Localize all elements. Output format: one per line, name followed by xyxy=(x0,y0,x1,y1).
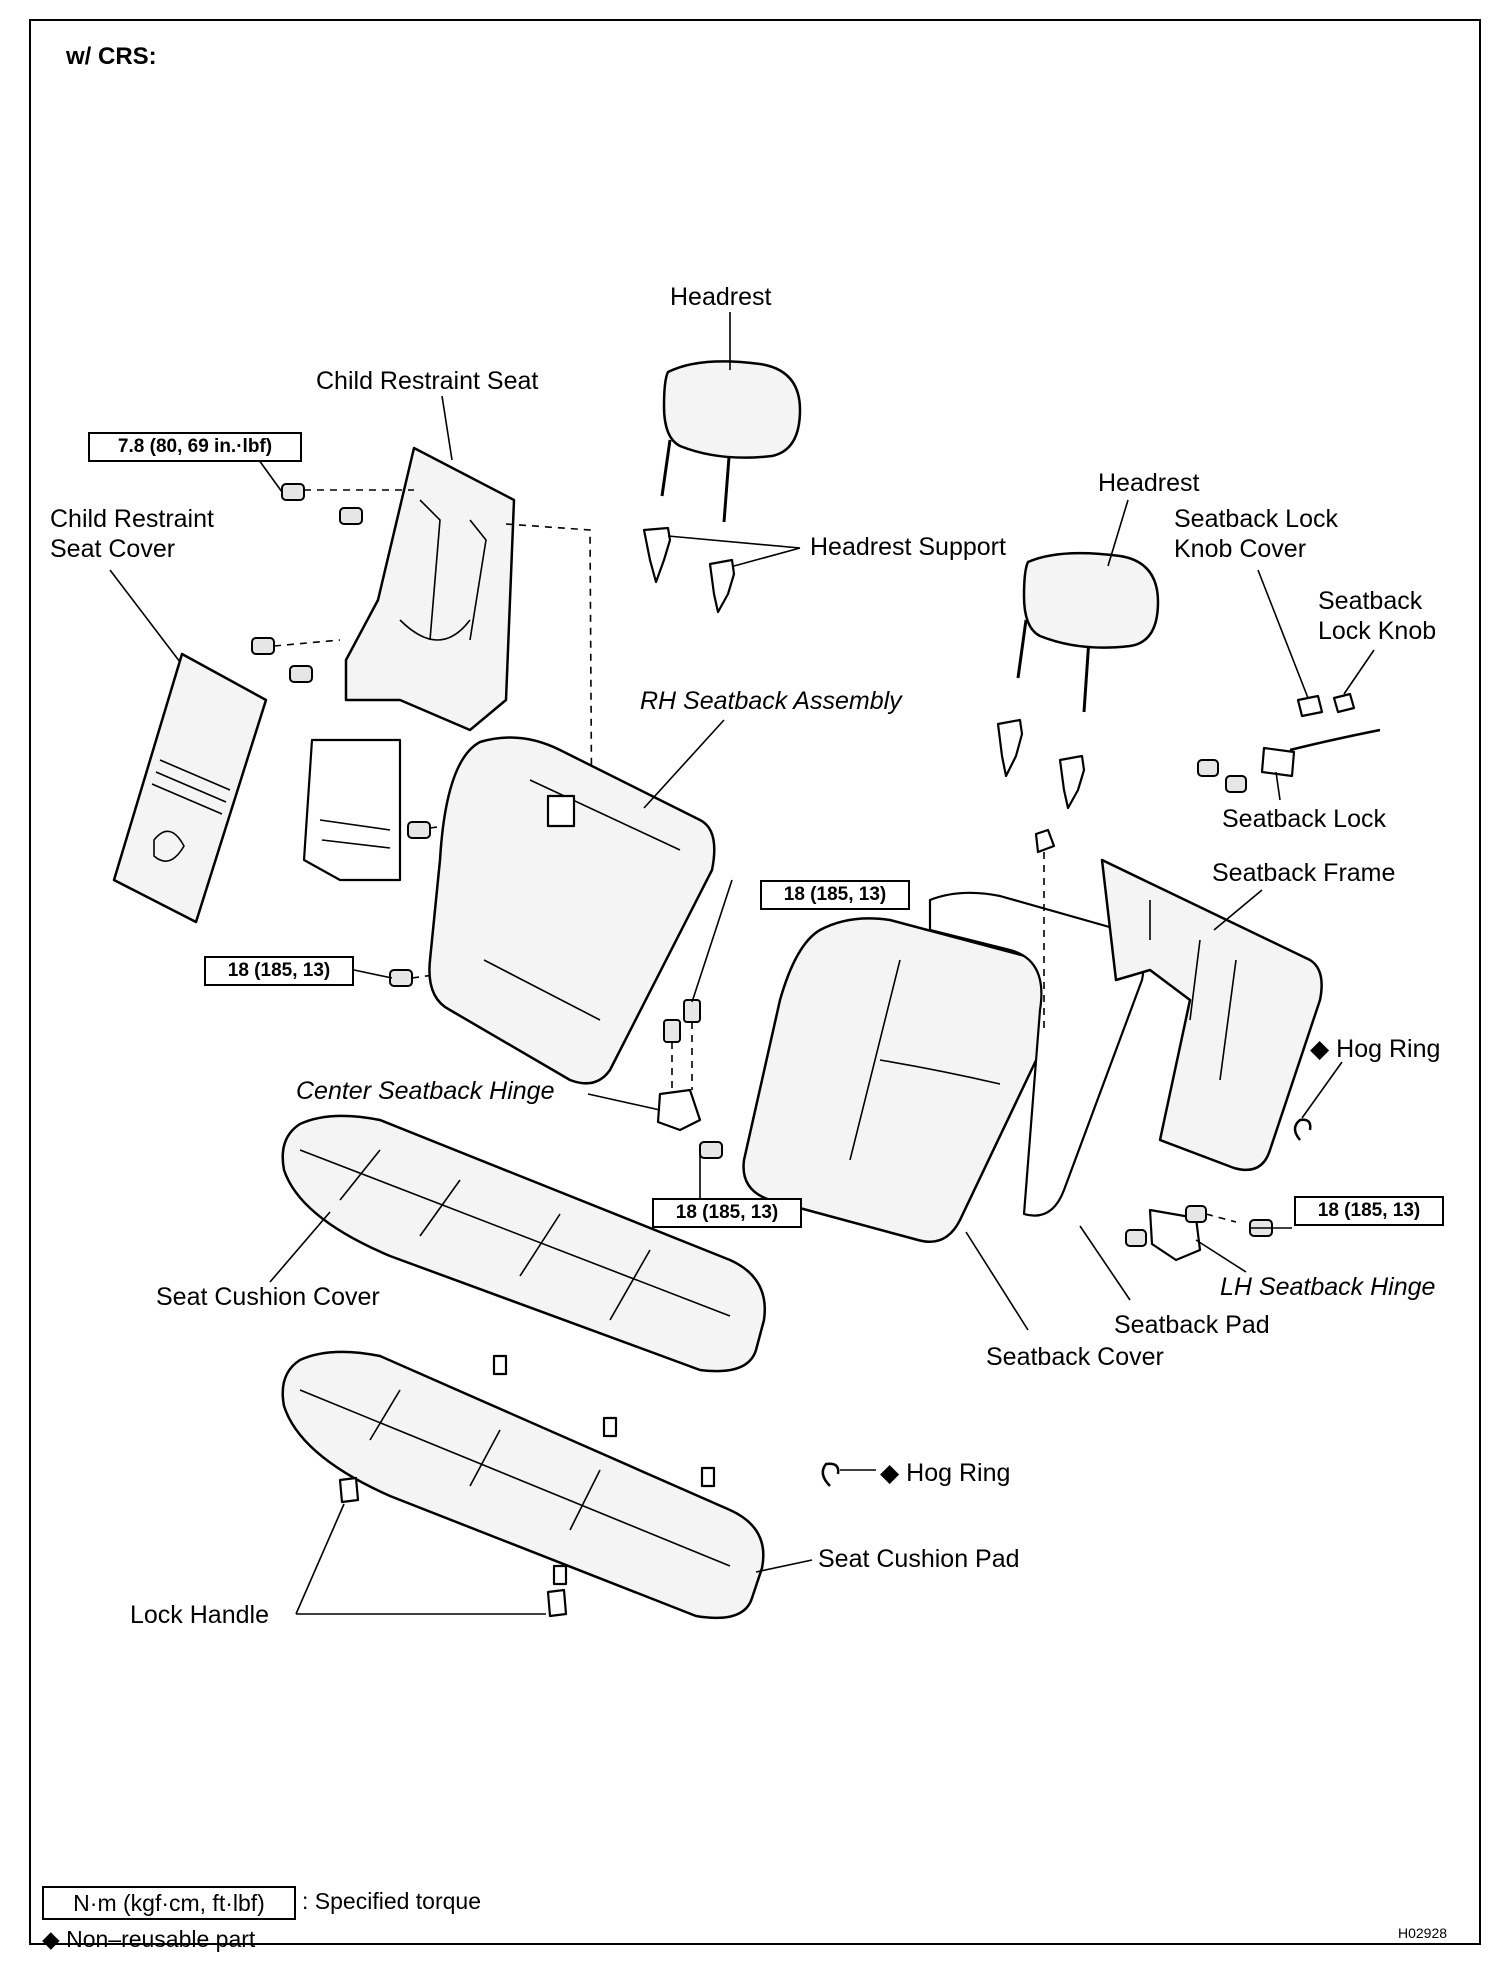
label-center-seatback-hinge: Center Seatback Hinge xyxy=(296,1077,555,1105)
seat-cushion-pad xyxy=(281,1350,765,1620)
child-restraint-seat-cover xyxy=(112,652,268,924)
label-seatback-lock-knob-cover: Seatback Lock Knob Cover xyxy=(1174,505,1338,563)
rh-seatback-assembly xyxy=(428,736,716,1085)
label-lh-seatback-hinge: LH Seatback Hinge xyxy=(1220,1273,1436,1301)
seatback-frame xyxy=(1100,858,1323,1172)
torque-box-rh-lower: 18 (185, 13) xyxy=(204,956,354,986)
torque-box-center-lower: 18 (185, 13) xyxy=(652,1198,802,1228)
child-restraint-seat xyxy=(302,446,516,882)
label-lock-handle: Lock Handle xyxy=(130,1601,269,1629)
lh-seatback-hinge xyxy=(1125,1205,1273,1262)
diagram-frame xyxy=(29,19,1481,1945)
center-seatback-hinge xyxy=(656,999,723,1159)
headrest-support-right xyxy=(996,718,1086,854)
hog-ring-upper-icon xyxy=(1293,1118,1312,1141)
torque-box-lh-hinge: 18 (185, 13) xyxy=(1294,1196,1444,1226)
label-child-restraint-seat: Child Restraint Seat xyxy=(316,367,539,395)
legend-nonreusable: ◆ Non–reusable part xyxy=(42,1926,256,1952)
headrest-right xyxy=(1016,551,1160,713)
figure-code: H02928 xyxy=(1398,1925,1448,1941)
label-seatback-cover: Seatback Cover xyxy=(986,1343,1164,1371)
seatback-cover xyxy=(742,917,1064,1243)
label-seatback-lock: Seatback Lock xyxy=(1222,805,1386,833)
label-seat-cushion-pad: Seat Cushion Pad xyxy=(818,1545,1020,1573)
legend-torque-box: N·m (kgf·cm, ft·lbf) xyxy=(42,1886,296,1920)
seatback-pad xyxy=(928,891,1145,1217)
label-headrest-support: Headrest Support xyxy=(810,533,1006,561)
label-child-restraint-seat-cover: Child Restraint Seat Cover xyxy=(50,505,214,563)
torque-box-center-upper: 18 (185, 13) xyxy=(760,880,910,910)
label-seatback-lock-knob: Seatback Lock Knob xyxy=(1318,587,1437,645)
seat-cushion-cover xyxy=(281,1114,767,1373)
label-rh-seatback-assembly: RH Seatback Assembly xyxy=(640,687,902,715)
legend-torque-desc: : Specified torque xyxy=(302,1888,482,1914)
headrest-left xyxy=(660,360,802,523)
hog-ring-lower-icon xyxy=(821,1462,840,1487)
variant-label: w/ CRS: xyxy=(66,43,157,70)
seatback-lock xyxy=(1197,692,1381,793)
torque-box-crs: 7.8 (80, 69 in.·lbf) xyxy=(88,432,302,462)
label-hog-ring-upper: ◆ Hog Ring xyxy=(1310,1035,1441,1063)
lock-handle xyxy=(338,1476,568,1618)
label-seatback-frame: Seatback Frame xyxy=(1212,859,1396,887)
label-seatback-pad: Seatback Pad xyxy=(1114,1311,1270,1339)
headrest-support-left xyxy=(642,526,736,614)
label-headrest-right: Headrest xyxy=(1098,469,1200,497)
label-seat-cushion-cover: Seat Cushion Cover xyxy=(156,1283,380,1311)
label-hog-ring-lower: ◆ Hog Ring xyxy=(880,1459,1011,1487)
label-headrest-left: Headrest xyxy=(670,283,772,311)
